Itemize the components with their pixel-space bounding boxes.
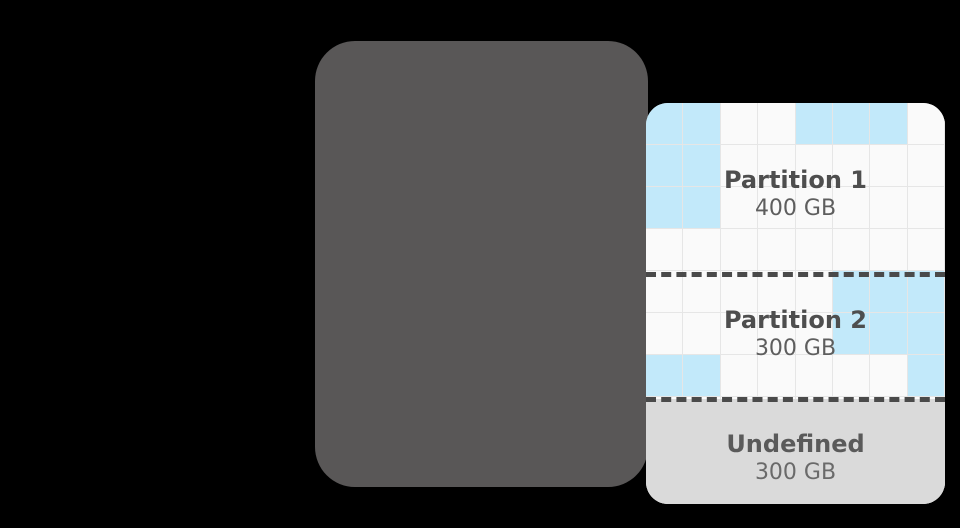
- disk-block-cell: [907, 271, 945, 313]
- disk-block-cell: [646, 355, 684, 397]
- disk-block-cell: [720, 103, 759, 145]
- disk-block-cell: [683, 103, 721, 145]
- disk-block-cell: [758, 313, 796, 355]
- disk-block-cell: [907, 355, 945, 397]
- disk-block-cell: [907, 313, 945, 355]
- disk-block-cell: [832, 313, 871, 355]
- disk-block-cell: [758, 145, 796, 187]
- disk-block-cell: [832, 103, 871, 145]
- disk-block-cell: [758, 355, 796, 397]
- disk-block-cell: [832, 271, 871, 313]
- disk-block-cell: [683, 355, 721, 397]
- disk-block-cell: [720, 355, 759, 397]
- disk-block-cell: [832, 187, 871, 229]
- disk-block-cell: [870, 187, 908, 229]
- disk-surface: Partition 1 400 GB Partition 2 300 GB Un…: [646, 103, 945, 504]
- disk-block-cell: [907, 229, 945, 271]
- disk-block-cell: [683, 313, 721, 355]
- disk-block-cell: [720, 229, 759, 271]
- disk-block-cell: [795, 187, 833, 229]
- disk-block-cell: [870, 145, 908, 187]
- disk-block-cell: [795, 103, 833, 145]
- disk-block-cell: [758, 187, 796, 229]
- disk-block-cell: [758, 271, 796, 313]
- disk-block-cell: [758, 103, 796, 145]
- disk-block-cell: [683, 271, 721, 313]
- disk-block-cell: [870, 355, 908, 397]
- disk-block-cell: [795, 355, 833, 397]
- disk-block-cell: [720, 313, 759, 355]
- disk-block-cell: [795, 229, 833, 271]
- disk-shell: Partition 1 400 GB Partition 2 300 GB Un…: [315, 41, 945, 504]
- disk-block-cell: [832, 145, 871, 187]
- disk-block-cell: [795, 313, 833, 355]
- disk-block-cell: [683, 145, 721, 187]
- undefined-region-fill: [646, 399, 945, 504]
- disk-block-cell: [646, 229, 684, 271]
- partition-divider-2: [646, 397, 945, 402]
- disk-block-cell: [795, 145, 833, 187]
- disk-block-cell: [832, 229, 871, 271]
- disk-block-cell: [907, 103, 945, 145]
- disk-block-cell: [832, 355, 871, 397]
- disk-block-cell: [907, 145, 945, 187]
- disk-block-cell: [758, 229, 796, 271]
- disk-block-cell: [720, 145, 759, 187]
- disk-block-cell: [870, 229, 908, 271]
- partition-divider-1: [646, 272, 945, 277]
- disk-block-cell: [646, 103, 684, 145]
- disk-block-cell: [795, 271, 833, 313]
- disk-block-cell: [646, 271, 684, 313]
- disk-block-cell: [683, 187, 721, 229]
- disk-block-cell: [646, 145, 684, 187]
- disk-block-cell: [907, 187, 945, 229]
- disk-block-cell: [870, 313, 908, 355]
- disk-block-cell: [720, 187, 759, 229]
- disk-block-cell: [870, 271, 908, 313]
- disk-block-cell: [646, 187, 684, 229]
- disk-block-cell: [720, 271, 759, 313]
- disk-block-cell: [646, 313, 684, 355]
- disk-block-cell: [870, 103, 908, 145]
- disk-block-cell: [683, 229, 721, 271]
